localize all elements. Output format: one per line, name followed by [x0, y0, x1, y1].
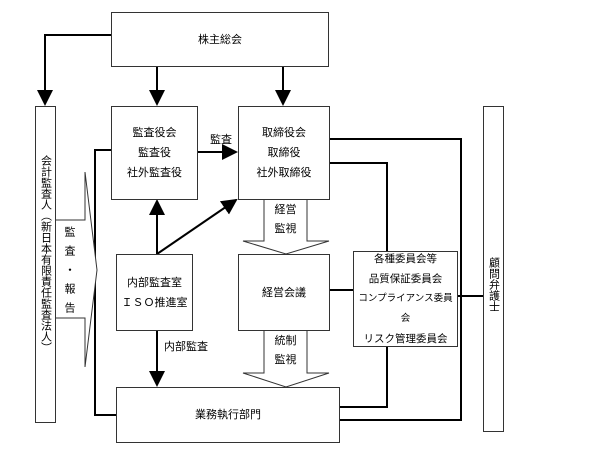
- internal-audit-office-label: 内部監査室: [127, 275, 182, 289]
- control-label: 統制: [274, 334, 297, 347]
- legal-counsel-box: 顧問弁護士: [483, 106, 504, 432]
- monitor-label: 監視: [274, 222, 297, 235]
- audit-report-callout: [54, 171, 98, 368]
- audit-board-box: 監査役会 監査役 社外監査役: [111, 106, 198, 200]
- shareholders-label: 株主総会: [198, 32, 242, 46]
- mgmt-monitor-arrow: [242, 198, 330, 255]
- compliance-committee-label: コンプライアンス委員会: [358, 293, 453, 324]
- internal-audit-box: 内部監査室 ＩＳＯ推進室: [116, 254, 193, 331]
- director-label: 取締役: [267, 146, 301, 159]
- operations-box: 業務執行部門: [116, 387, 340, 443]
- accounting-auditor-box: 会計監査人（新日本有限責任監査法人）: [35, 106, 56, 423]
- iso-office-label: ＩＳＯ推進室: [121, 295, 188, 309]
- auditor-role-label: 監査役: [138, 146, 171, 159]
- risk-committee-label: リスク管理委員会: [363, 333, 448, 345]
- line-shareholders-auditor: [37, 34, 111, 106]
- monitor-label-2: 監視: [274, 353, 297, 366]
- management-meeting-box: 経営会議: [238, 254, 330, 331]
- line-committees-operations: [339, 346, 388, 408]
- line-board-committees: [329, 162, 388, 251]
- committees-label: 各種委員会等: [374, 253, 437, 265]
- shareholders-meeting-box: 株主総会: [111, 12, 329, 67]
- audit-report-label: 監査・報告: [63, 226, 76, 321]
- audit-label: 監査: [210, 133, 232, 146]
- line-internal-board: [156, 198, 238, 255]
- operations-label: 業務執行部門: [195, 408, 261, 421]
- control-monitor-arrow: [242, 329, 330, 388]
- control-monitor-label: 統制監視: [264, 331, 307, 369]
- board-label: 取締役会: [262, 126, 306, 139]
- committees-box: 各種委員会等 品質保証委員会 コンプライアンス委員会 リスク管理委員会: [353, 251, 458, 347]
- mgmt-monitor-label: 経営監視: [264, 200, 307, 238]
- outside-auditor-label: 社外監査役: [127, 166, 182, 179]
- auditor-label: 会計監査人（新日本有限責任監査法人）: [39, 155, 53, 353]
- quality-committee-label: 品質保証委員会: [368, 273, 443, 285]
- mgmt-label: 経営: [274, 203, 297, 216]
- lawyer-label: 顧問弁護士: [487, 257, 501, 312]
- line-board-operations: [329, 138, 462, 421]
- audit-board-label: 監査役会: [132, 126, 177, 139]
- outside-director-label: 社外取締役: [256, 166, 312, 179]
- board-of-directors-box: 取締役会 取締役 社外取締役: [238, 106, 330, 200]
- internal-audit-label: 内部監査: [164, 340, 208, 353]
- management-meeting-label: 経営会議: [262, 285, 306, 299]
